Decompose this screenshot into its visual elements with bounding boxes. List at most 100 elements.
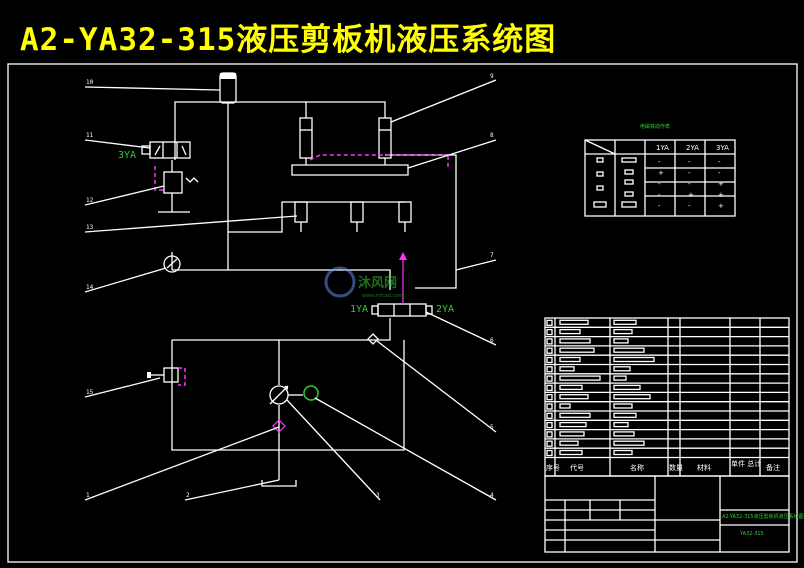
part-number: 15 [86,389,94,396]
bom-row-index-box [546,449,553,457]
action-table-cell: - [658,202,661,210]
part-number: 12 [86,197,94,204]
part-number: 6 [490,337,494,344]
col-remark: 备注 [766,463,780,472]
action-table-cell: + [688,191,694,199]
parts-list: 序号 代号 名称 数量 材料 单件 总计 备注 [544,317,790,477]
action-table-cell: - [658,180,661,188]
bom-row-code [559,319,589,325]
part-number: 2 [186,492,190,499]
pump-motor-unit [269,385,319,405]
main-directional-valve [371,252,433,317]
part-number: 11 [86,132,94,139]
bom-row-index-box [546,421,553,429]
bom-row-index-box [546,319,553,326]
bom-row-code [559,431,585,437]
part-number: 10 [86,79,94,86]
accumulator [219,72,237,104]
bom-row-name [613,375,627,381]
filter [272,419,286,433]
bom-row-index-box [546,412,553,419]
drawing-frame [7,63,798,563]
action-table-cell: - [658,158,661,166]
bom-row-name [613,356,655,363]
part-number: 3 [376,492,380,499]
part-number: 13 [86,224,94,231]
relief-valve [147,367,186,386]
part-number: 4 [490,492,494,499]
hold-down-cylinders [294,201,412,232]
coil-label-2ya: 2YA [436,304,454,315]
part-number: 1 [86,492,90,499]
bom-row-name [613,421,629,428]
bom-row-code [559,440,579,446]
bom-row-index-box [546,431,553,438]
bom-row-index-box [546,375,553,382]
action-table-header: 1YA [656,144,669,152]
action-table-cell: - [658,191,661,199]
action-table-header: 2YA [686,144,699,152]
col-name: 名称 [630,463,644,472]
bom-row-code [559,412,591,418]
bom-row-name [613,412,637,418]
col-weight: 单件 总计 [731,459,761,468]
col-material: 材料 [697,463,711,472]
action-table-cell: - [718,169,721,177]
part-number: 9 [490,73,494,80]
bom-row-index-box [546,347,553,354]
action-table-cell: - [688,180,691,188]
col-seq: 序号 [546,463,560,472]
bom-row-name [613,347,645,353]
watermark: 沐风网 www.mfcad.com [324,266,403,299]
bom-row-code [559,338,591,344]
bom-row-name [613,394,651,400]
coil-label-3ya: 3YA [118,150,136,161]
bom-row-index-box [546,403,553,410]
part-number: 7 [490,252,494,259]
action-table-cell: + [718,191,724,199]
title-block-drawing-code: YA32-315 [739,531,764,537]
bom-row-code [559,375,601,381]
bom-row-index-box [546,366,553,373]
bom-row-code [559,347,595,353]
watermark-brand: 沐风网 [358,275,397,291]
part-leaders [84,79,497,501]
col-qty: 数量 [669,463,683,472]
coil-label-1ya: 1YA [350,304,368,315]
bom-row-code [559,394,589,400]
action-table-cell: - [718,158,721,166]
action-table-cell: + [718,202,724,210]
bom-row-name [613,319,637,325]
pressure-valve [154,166,199,194]
bom-row-index-box [546,384,553,392]
bom-row-code [559,356,581,363]
part-number: 14 [86,284,94,291]
bom-row-index-box [546,440,553,447]
blade-beam [291,154,449,176]
bom-row-index-box [546,338,553,345]
pressure-gauge [163,255,181,273]
bom-row-index-box [546,394,553,401]
bom-row-name [613,338,629,344]
bom-row-code [559,328,581,335]
watermark-url: www.mfcad.com [362,293,403,299]
bom-row-index-box [546,328,553,336]
bom-row-code [559,384,583,391]
action-table-title: 电磁铁动作表 [640,123,670,130]
part-numbers: 10 11 12 13 14 15 1 2 3 9 8 7 6 5 4 [86,73,494,499]
pipe-network [158,101,457,480]
action-table-cell: - [688,158,691,166]
title-block-drawing-name: A2-YA32-315液压剪板机液压系统图 [722,513,804,520]
action-table-header: 3YA [716,144,729,152]
action-table-cell: + [658,169,664,177]
action-table-cell: + [718,180,724,188]
bom-row-name [613,403,633,409]
drawing-title: A2-YA32-315液压剪板机液压系统图 [20,22,557,58]
bom-row-code [559,403,571,409]
action-table-cell: - [688,202,691,210]
title-block: A2-YA32-315液压剪板机液压系统图 YA32-315 [544,475,804,553]
check-valve [367,333,379,345]
